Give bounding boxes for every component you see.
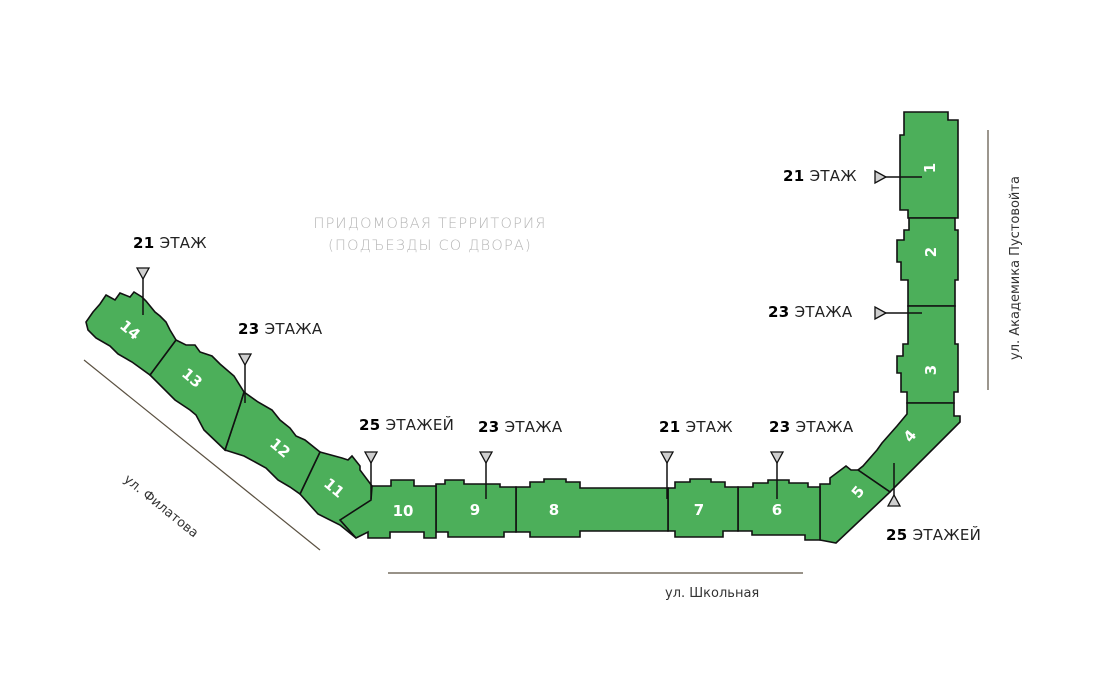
floor-marker-1 [874,169,922,185]
section-8[interactable]: 8 [515,478,669,538]
section-6[interactable]: 6 [737,479,821,541]
floor-label-section-13: 23 ЭТАЖА [238,320,323,338]
street-label-shkolnaya: ул. Школьная [665,586,760,601]
floor-marker-7 [659,451,675,499]
section-2[interactable]: 2 [896,217,959,307]
floor-label-section-9: 23 ЭТАЖА [478,418,563,436]
floor-label-section-10: 25 ЭТАЖЕЙ [359,416,455,434]
triangle-marker-icon [237,353,253,367]
floor-label-section-6: 23 ЭТАЖА [769,418,854,436]
floor-marker-13 [237,353,253,403]
floor-label-section-4-5: 25 ЭТАЖЕЙ [886,526,982,544]
triangle-marker-icon [769,451,785,465]
floor-marker-4 [886,463,902,507]
triangle-marker-icon [874,305,888,321]
floor-label-section-14: 21 ЭТАЖ [133,234,207,252]
triangle-marker-icon [135,267,151,281]
street-label-pustovoita: ул. Академика Пустовойта [1008,176,1023,360]
triangle-marker-icon [659,451,675,465]
triangle-marker-icon [886,493,902,507]
section-7[interactable]: 7 [667,478,739,538]
triangle-marker-icon [478,451,494,465]
floor-marker-9 [478,451,494,499]
courtyard-label-line1: ПРИДОМОВАЯ ТЕРРИТОРИЯ [313,216,547,232]
floor-label-section-7: 21 ЭТАЖ [659,418,733,436]
street-line-filatova [83,359,321,551]
triangle-marker-icon [363,451,379,465]
floor-marker-2 [874,305,922,321]
floor-label-section-2-3: 23 ЭТАЖА [768,303,853,321]
section-1[interactable]: 1 [899,111,959,219]
courtyard-label: ПРИДОМОВАЯ ТЕРРИТОРИЯ (ПОДЪЕЗДЫ СО ДВОРА… [270,213,590,257]
floor-label-section-1: 21 ЭТАЖ [783,167,857,185]
floor-marker-6 [769,451,785,499]
section-9[interactable]: 9 [435,479,517,538]
courtyard-label-line2: (ПОДЪЕЗДЫ СО ДВОРА) [328,238,532,254]
floor-marker-14 [135,267,151,315]
floor-marker-10 [363,451,379,499]
section-4[interactable]: 4 [856,402,961,494]
triangle-marker-icon [874,169,888,185]
section-3[interactable]: 3 [896,305,959,404]
